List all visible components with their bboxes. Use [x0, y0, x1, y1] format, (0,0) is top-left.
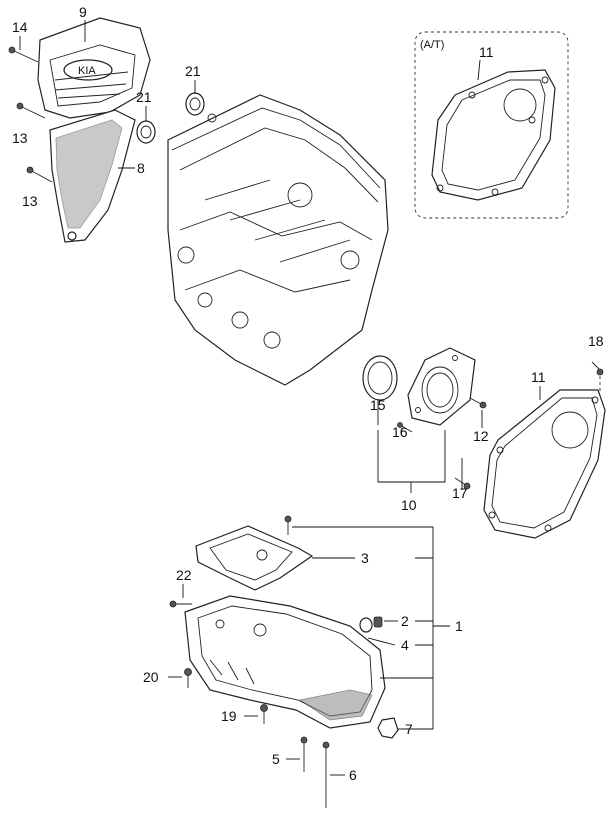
flywheel-housing-cover	[483, 389, 606, 539]
bolt-17	[454, 477, 471, 490]
bolt-20	[184, 668, 192, 688]
inset-frame	[414, 31, 569, 219]
bolt-14	[8, 46, 39, 63]
timing-belt-cover-upper: KIA	[37, 17, 151, 119]
bolt-19	[260, 704, 268, 724]
callout-15: 15	[370, 397, 386, 413]
bolt-6	[322, 741, 330, 808]
callout-1: 1	[455, 618, 463, 634]
bolt-22	[169, 600, 192, 608]
callout-18: 18	[588, 333, 604, 349]
bolt-5	[300, 736, 308, 772]
callout-21-right: 21	[185, 63, 201, 79]
rear-seal-case	[407, 347, 476, 426]
callout-16: 16	[392, 424, 408, 440]
callout-3: 3	[361, 550, 369, 566]
callout-19: 19	[221, 708, 237, 724]
engine-block	[167, 94, 389, 386]
callout-6: 6	[349, 767, 357, 783]
callout-13-lower: 13	[22, 193, 38, 209]
callout-22: 22	[176, 567, 192, 583]
bracket-10	[377, 430, 446, 483]
baffle-bolt	[284, 515, 292, 535]
bolt-16	[397, 422, 413, 433]
oil-pan	[184, 595, 386, 729]
callout-9: 9	[79, 4, 87, 20]
oil-seal-21-right	[185, 92, 205, 116]
callout-11-inset: 11	[479, 44, 494, 60]
timing-belt-cover-lower	[49, 109, 136, 243]
leader-4	[367, 637, 396, 646]
bolt-13-upper	[16, 102, 46, 119]
oil-baffle-plate	[195, 525, 314, 591]
bolt-12	[469, 397, 487, 409]
oil-seal-21-left	[136, 120, 156, 144]
callout-11-main: 11	[531, 369, 546, 385]
callout-4: 4	[401, 637, 409, 653]
callout-5: 5	[272, 751, 280, 767]
bolt-13-lower	[26, 166, 53, 183]
rear-oil-seal-15	[362, 355, 398, 401]
callout-14: 14	[12, 19, 28, 35]
at-inset-box: (A/T) 11	[414, 31, 569, 219]
callout-2: 2	[401, 613, 409, 629]
callout-20: 20	[143, 669, 159, 685]
flywheel-housing-cover-at	[431, 69, 556, 201]
callout-21-left: 21	[136, 89, 152, 105]
inset-label: (A/T)	[420, 39, 444, 51]
bolt-18	[591, 361, 604, 376]
drain-plug	[373, 616, 383, 628]
callout-10: 10	[401, 497, 417, 513]
drain-gasket	[359, 617, 373, 633]
leader-11-inset	[477, 59, 481, 81]
svg-text:KIA: KIA	[78, 65, 96, 77]
callout-13-upper: 13	[12, 130, 28, 146]
bracket-1-outer	[292, 526, 434, 730]
oil-pan-plug	[377, 717, 399, 739]
callout-12: 12	[473, 428, 489, 444]
callout-17: 17	[452, 485, 468, 501]
callout-8: 8	[137, 160, 145, 176]
